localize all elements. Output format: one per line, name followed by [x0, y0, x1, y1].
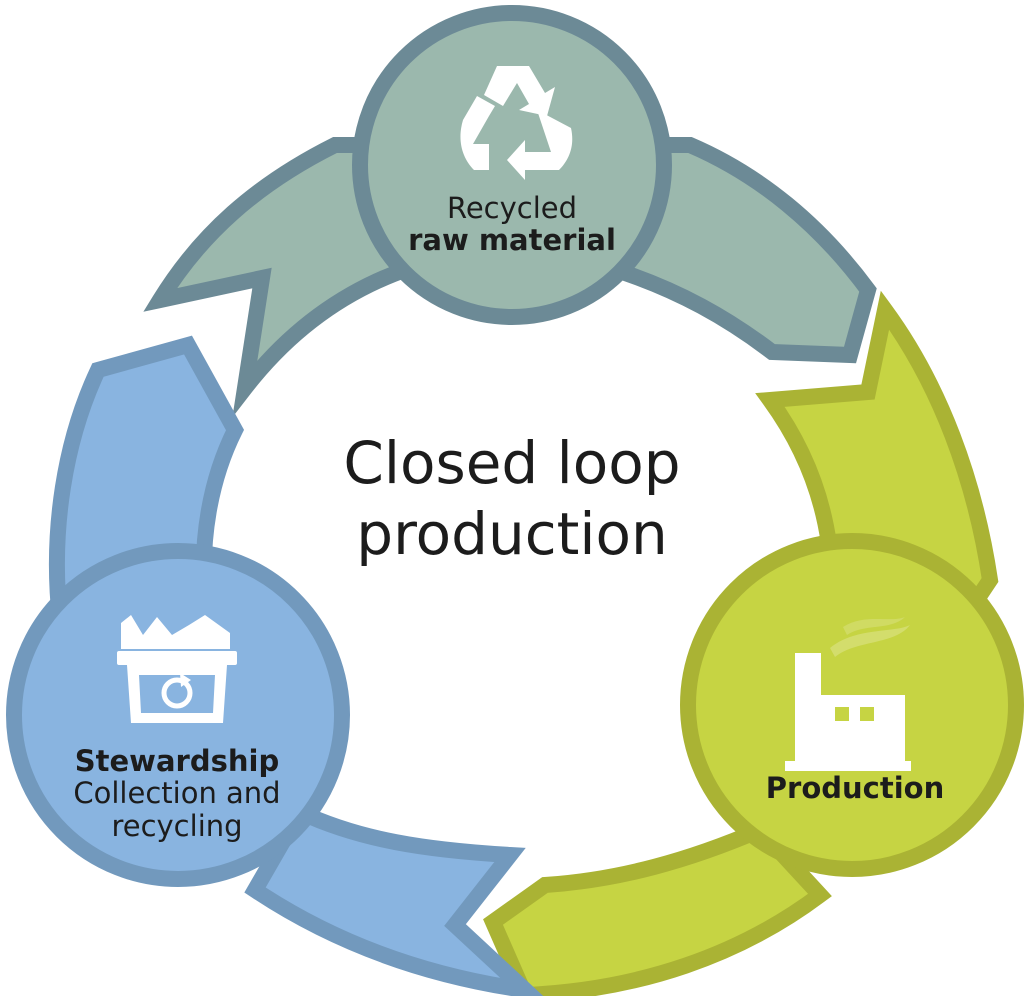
node-production-label: Production: [700, 771, 1010, 805]
node-recycled-line2: raw material: [408, 223, 616, 258]
factory-icon: [785, 617, 911, 771]
recycling-bin-icon: [117, 615, 237, 723]
arrow-bottom-left-segment: [244, 801, 544, 996]
node-stewardship-line2: Collection and: [73, 776, 281, 811]
node-stewardship-line1: Stewardship: [74, 744, 280, 778]
node-stewardship-line3: recycling: [111, 808, 243, 843]
node-stewardship-label: Stewardship Collection and recycling: [22, 744, 332, 843]
center-title: Closed loop production: [262, 428, 762, 570]
node-production-line1: Production: [765, 771, 945, 805]
center-title-line1: Closed loop: [343, 429, 681, 497]
node-recycled-line1: Recycled: [446, 191, 578, 225]
recycle-icon: [460, 66, 573, 180]
node-recycled-label: Recycled raw material: [362, 192, 662, 257]
center-title-line2: production: [356, 499, 668, 568]
